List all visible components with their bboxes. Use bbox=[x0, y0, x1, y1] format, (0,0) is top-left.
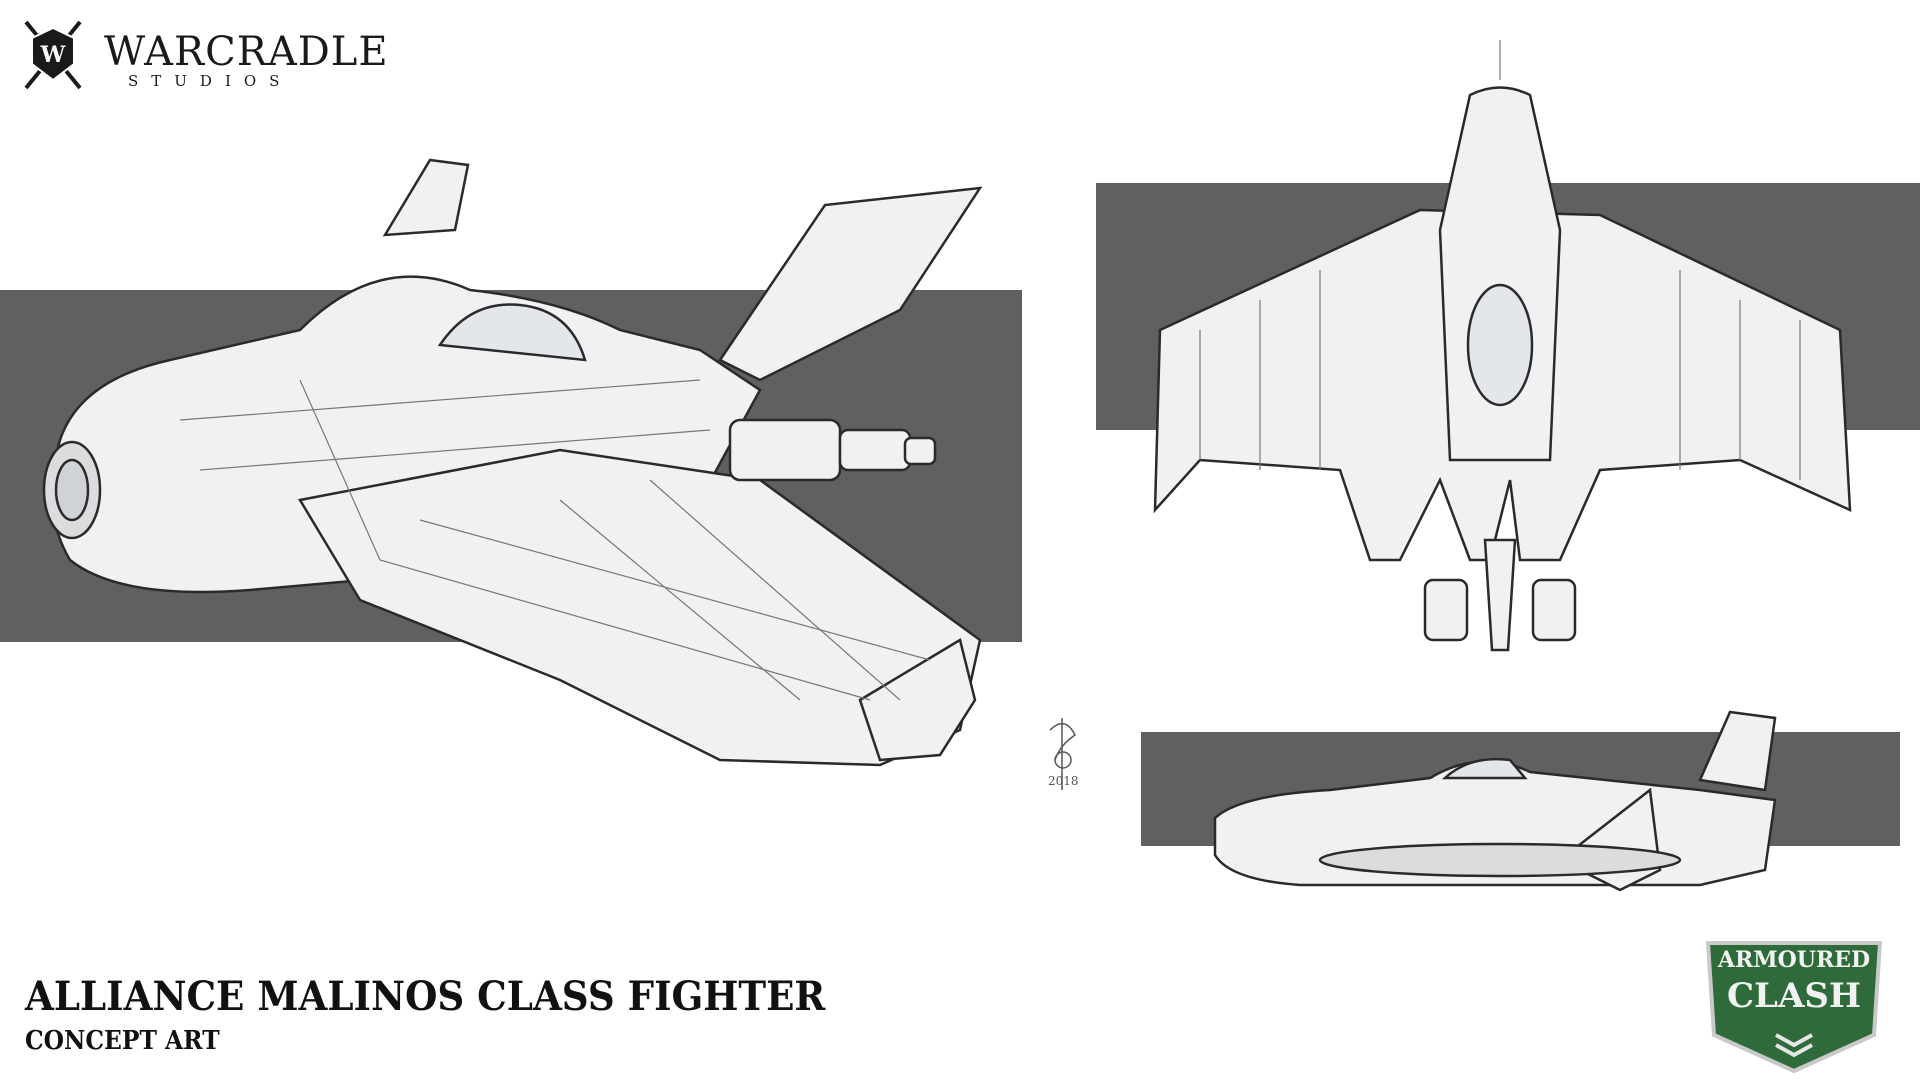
panel-lines-top bbox=[1199, 40, 1801, 480]
warcradle-logo: W WARCRADLE STUDIOS bbox=[18, 18, 388, 98]
fighter-top-view bbox=[1153, 86, 1852, 652]
badge-shape bbox=[1705, 941, 1883, 1074]
badge-line1: ARMOURED bbox=[1717, 947, 1871, 973]
armoured-clash-badge: ARMOURED CLASH bbox=[1702, 935, 1886, 1075]
chevron-rank-icon bbox=[1775, 1033, 1813, 1058]
shield-swords-icon: W bbox=[24, 20, 82, 90]
artist-signature: 2018 bbox=[1048, 718, 1079, 790]
page-title: ALLIANCE MALINOS CLASS FIGHTER bbox=[25, 973, 826, 1020]
svg-text:W: W bbox=[40, 42, 66, 68]
page-subtitle: CONCEPT ART bbox=[25, 1026, 220, 1056]
signature-year: 2018 bbox=[1048, 774, 1079, 788]
badge-line2: CLASH bbox=[1726, 976, 1862, 1016]
fighter-side-view bbox=[1213, 710, 1777, 892]
brand-name: WARCRADLE bbox=[104, 29, 389, 75]
brand-sub: STUDIOS bbox=[128, 72, 293, 90]
panel-lines-left bbox=[179, 379, 931, 701]
fighter-perspective-view bbox=[42, 158, 983, 767]
